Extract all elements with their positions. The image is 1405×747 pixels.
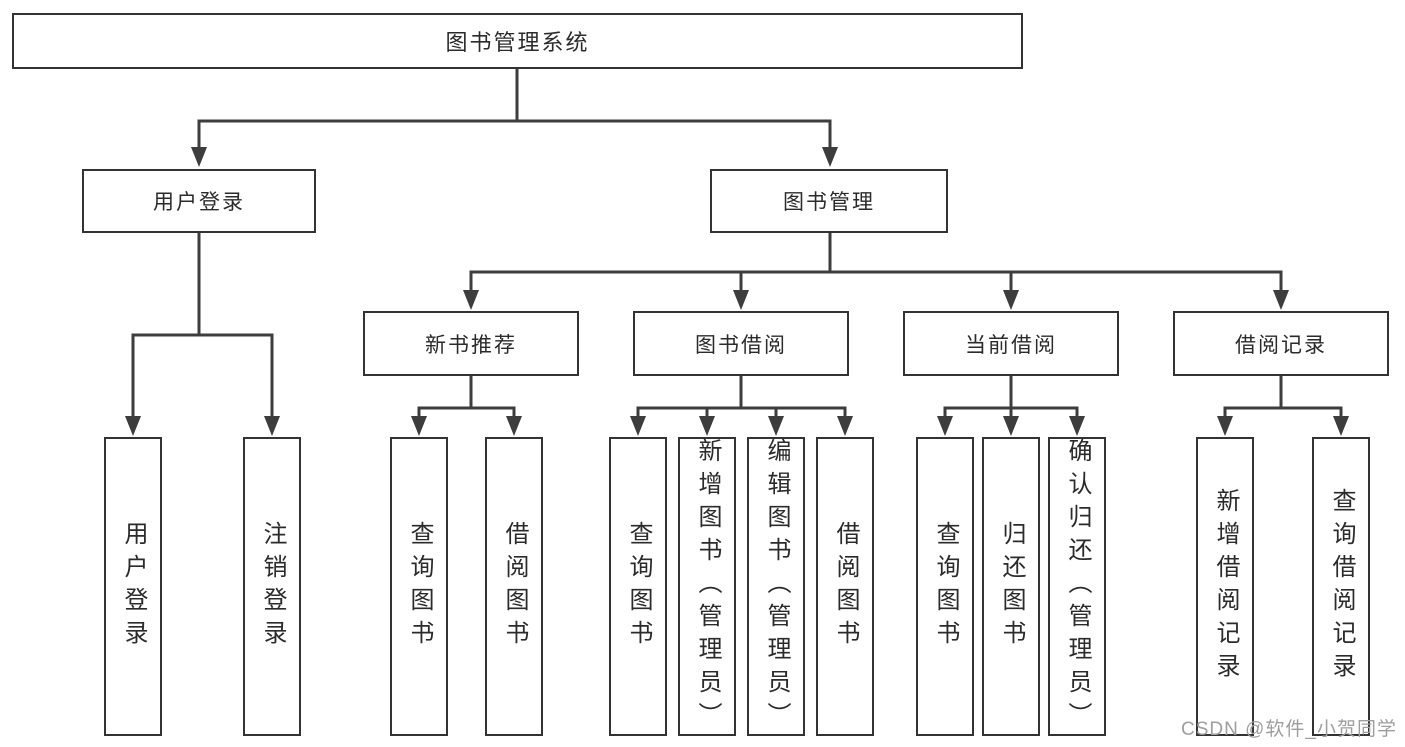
- leaf-borrowing-add-books-admin-label: 新增图书（管理员）: [694, 438, 721, 735]
- leaf-recommend-query-books-label: 查询图书: [406, 520, 433, 653]
- leaf-current-return-books: 归还图书: [982, 437, 1040, 736]
- node-book-management-label: 图书管理: [783, 191, 875, 214]
- leaf-recommend-query-books: 查询图书: [390, 437, 448, 736]
- leaf-recommend-borrow-books: 借阅图书: [485, 437, 543, 736]
- leaf-recommend-borrow-books-label: 借阅图书: [501, 520, 528, 653]
- leaf-user-login: 用户登录: [104, 437, 162, 736]
- node-book-borrowing: 图书借阅: [633, 311, 849, 376]
- leaf-records-query-borrow-record: 查询借阅记录: [1312, 437, 1370, 736]
- leaf-records-add-borrow-record-label: 新增借阅记录: [1212, 487, 1239, 686]
- leaf-user-login-label: 用户登录: [120, 520, 147, 653]
- leaf-borrowing-edit-books-admin: 编辑图书（管理员）: [747, 437, 805, 736]
- leaf-borrowing-borrow-books: 借阅图书: [816, 437, 874, 736]
- leaf-borrowing-add-books-admin: 新增图书（管理员）: [678, 437, 736, 736]
- leaf-borrowing-query-books-label: 查询图书: [625, 520, 652, 653]
- node-user-login-label: 用户登录: [153, 191, 245, 214]
- leaf-borrowing-edit-books-admin-label: 编辑图书（管理员）: [763, 438, 790, 735]
- node-user-login: 用户登录: [82, 169, 316, 233]
- node-new-book-recommendation: 新书推荐: [363, 311, 579, 376]
- node-current-borrowing-label: 当前借阅: [965, 333, 1057, 357]
- leaf-records-query-borrow-record-label: 查询借阅记录: [1328, 487, 1355, 686]
- node-current-borrowing: 当前借阅: [903, 311, 1119, 376]
- node-book-management: 图书管理: [710, 169, 948, 233]
- leaf-current-confirm-return-admin: 确认归还（管理员）: [1048, 437, 1106, 736]
- watermark: CSDN @软件_小贺同学: [1181, 719, 1397, 740]
- leaf-logout: 注销登录: [243, 437, 301, 736]
- leaf-logout-label: 注销登录: [259, 520, 286, 653]
- leaf-borrowing-borrow-books-label: 借阅图书: [832, 520, 859, 653]
- node-book-borrowing-label: 图书借阅: [695, 333, 787, 357]
- root-node-label: 图书管理系统: [445, 30, 590, 55]
- leaf-current-confirm-return-admin-label: 确认归还（管理员）: [1064, 438, 1091, 735]
- leaf-current-query-books: 查询图书: [916, 437, 974, 736]
- root-node: 图书管理系统: [12, 13, 1023, 69]
- node-new-book-recommendation-label: 新书推荐: [425, 333, 517, 357]
- leaf-borrowing-query-books: 查询图书: [609, 437, 667, 736]
- leaf-current-query-books-label: 查询图书: [932, 520, 959, 653]
- leaf-current-return-books-label: 归还图书: [998, 520, 1025, 653]
- node-borrowing-records: 借阅记录: [1173, 311, 1389, 376]
- node-borrowing-records-label: 借阅记录: [1235, 333, 1327, 357]
- leaf-records-add-borrow-record: 新增借阅记录: [1196, 437, 1254, 736]
